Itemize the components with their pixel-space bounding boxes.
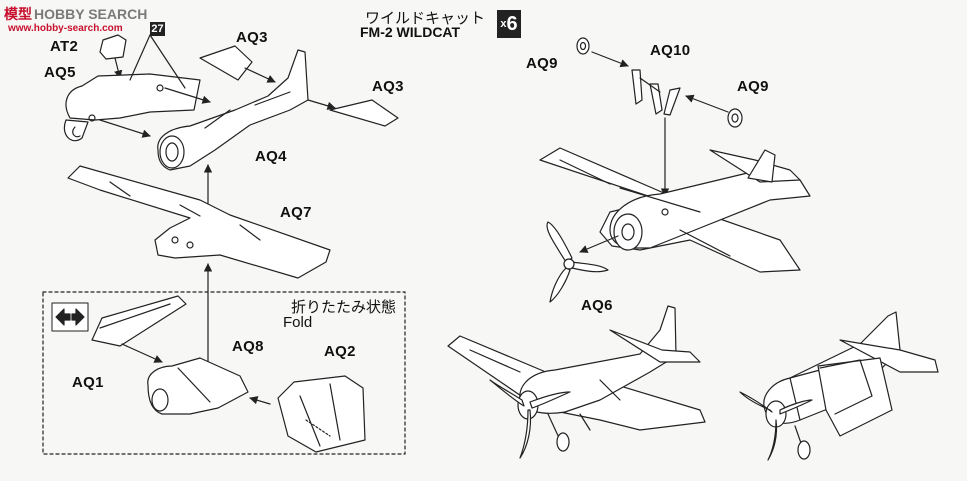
label-aq6: AQ6 bbox=[581, 297, 613, 314]
fold-note-english: Fold bbox=[283, 314, 313, 331]
part-aq8 bbox=[147, 357, 249, 415]
label-aq4: AQ4 bbox=[255, 148, 287, 165]
label-aq1: AQ1 bbox=[72, 374, 104, 391]
part-at2 bbox=[99, 34, 127, 60]
part-aq6 bbox=[546, 221, 609, 303]
watermark-text: HOBBY SEARCH bbox=[34, 6, 148, 22]
fold-box bbox=[42, 291, 406, 455]
aircraft-finished-flying bbox=[447, 305, 706, 459]
reference-step-badge: 27 bbox=[150, 22, 165, 36]
part-aq3-stab-left bbox=[199, 45, 253, 81]
label-aq9-left: AQ9 bbox=[526, 55, 558, 72]
part-aq4 bbox=[157, 49, 309, 171]
part-aq9-right bbox=[727, 108, 743, 128]
title-japanese: ワイルドキャット bbox=[365, 9, 486, 27]
fold-note-japanese: 折りたたみ状態 bbox=[291, 298, 397, 316]
part-aq1 bbox=[91, 295, 187, 347]
part-aq7 bbox=[67, 165, 331, 279]
aircraft-finished-folded bbox=[739, 311, 939, 461]
label-at2: AT2 bbox=[50, 38, 79, 55]
part-aq9-left bbox=[576, 37, 590, 55]
label-aq2: AQ2 bbox=[324, 343, 356, 360]
part-aq10 bbox=[631, 69, 681, 116]
label-aq10: AQ10 bbox=[650, 42, 691, 59]
fold-direction-icon bbox=[51, 302, 89, 332]
title-english: FM-2 WILDCAT bbox=[360, 24, 461, 40]
watermark-url: www.hobby-search.com bbox=[8, 23, 123, 34]
watermark-brand-mark: 模型 bbox=[4, 6, 32, 22]
label-aq3-tail: AQ3 bbox=[372, 78, 404, 95]
quantity-badge: x6 bbox=[497, 10, 521, 38]
label-aq8: AQ8 bbox=[232, 338, 264, 355]
label-aq9-right: AQ9 bbox=[737, 78, 769, 95]
part-aq3-stab-right bbox=[329, 99, 399, 127]
part-aq2 bbox=[277, 375, 366, 453]
part-aq5 bbox=[65, 73, 201, 121]
label-aq3-top: AQ3 bbox=[236, 29, 268, 46]
label-aq5: AQ5 bbox=[44, 64, 76, 81]
aircraft-assembly-main bbox=[539, 147, 811, 273]
quantity-prefix: x bbox=[500, 18, 507, 30]
quantity-value: 6 bbox=[506, 13, 518, 35]
label-aq7: AQ7 bbox=[280, 204, 312, 221]
